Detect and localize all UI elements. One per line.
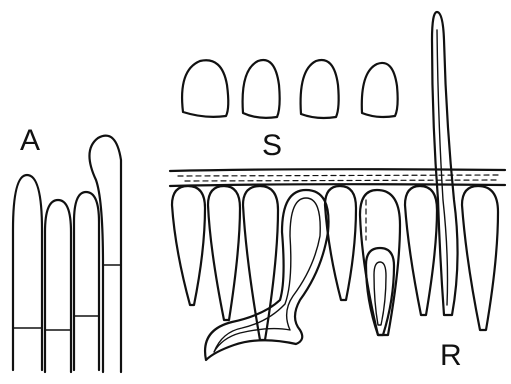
- label-s: S: [262, 129, 282, 162]
- palisade-cell-6: [462, 186, 498, 330]
- surface-hatch-2: [185, 180, 497, 181]
- palisade-cell-5: [405, 186, 437, 315]
- nested-cell: [360, 190, 400, 335]
- palisade-cells: [172, 186, 498, 340]
- bent-hypha-inner: [214, 198, 320, 352]
- long-hair: [432, 12, 458, 315]
- spore-2: [243, 60, 280, 118]
- surface-top-line: [170, 169, 505, 171]
- label-r: R: [440, 339, 462, 372]
- palisade-cell-4: [325, 186, 356, 300]
- palisade-cell-1: [172, 186, 205, 305]
- spore-1: [182, 60, 228, 117]
- group-a-cell-1: [13, 175, 42, 370]
- spores-s: [182, 60, 398, 118]
- surface-layer: [170, 169, 505, 186]
- group-a-cell-3: [74, 192, 99, 370]
- spore-3: [301, 60, 339, 118]
- nested-cell-core: [374, 262, 386, 325]
- group-a-cell-4: [89, 136, 121, 372]
- spore-4: [362, 63, 398, 117]
- group-a-cells: [13, 136, 121, 372]
- palisade-cell-2: [208, 186, 240, 320]
- group-a-cell-2: [45, 200, 71, 372]
- long-hair-outer: [432, 12, 458, 315]
- label-a: A: [20, 124, 40, 157]
